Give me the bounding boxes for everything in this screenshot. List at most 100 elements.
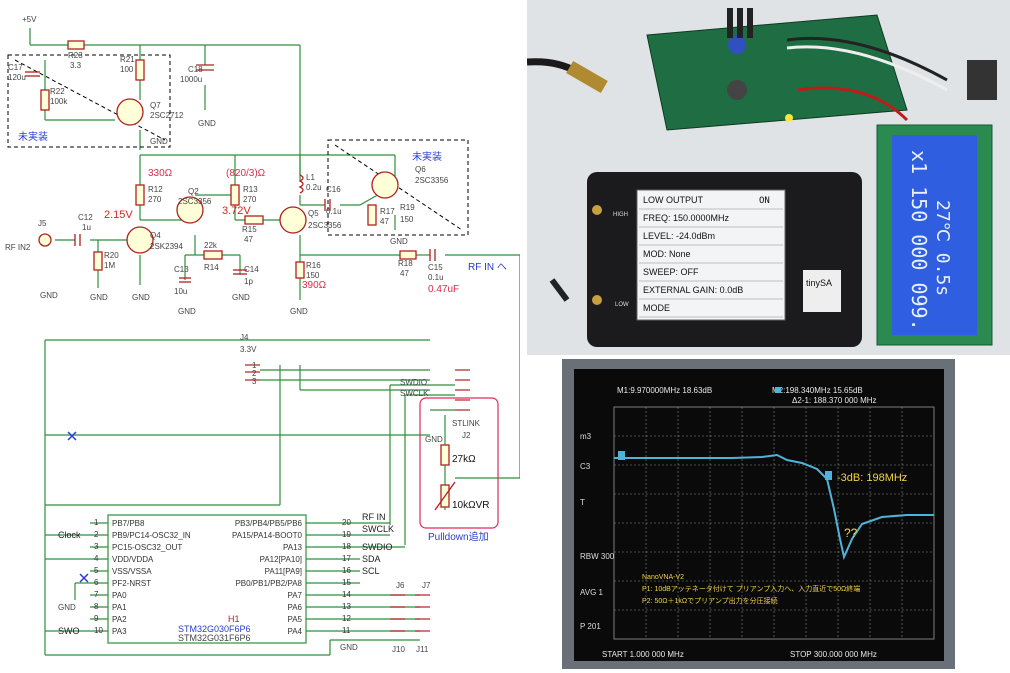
vna-note: P1: 10dBアッテネータ付けて プリアンプ入力へ、入力直近で50Ω終端 — [642, 584, 860, 593]
port-low-label: LOW — [615, 302, 629, 308]
mcu-pin-name: PA15/PA14-BOOT0 — [232, 531, 303, 540]
gnd-mcu: GND — [340, 643, 358, 652]
mcu-pin-num: 10 — [94, 626, 103, 635]
gnd-q7: GND — [150, 137, 168, 146]
r13-ref: R13 — [243, 185, 258, 194]
r15-val: 47 — [244, 235, 253, 244]
mcu-pin-name: PA7 — [287, 591, 302, 600]
annot-rf-in: RF IN へ — [468, 262, 507, 273]
tinysa-menu-item[interactable]: LOW OUTPUT — [643, 195, 704, 205]
net-rf-in: RF IN — [362, 512, 386, 522]
mcu-pin-num: 12 — [342, 614, 351, 623]
photo-nanovna-screen: M1:9.970000MHz 18.63dB M2:198.340MHz 15.… — [562, 359, 955, 669]
vna-left-label: T — [580, 498, 585, 507]
mcu-ref: H1 — [228, 614, 240, 624]
trace-s21 — [614, 453, 934, 561]
q7-ref: Q7 — [150, 101, 161, 110]
tinysa-menu-item[interactable]: MOD: None — [643, 249, 691, 259]
mcu-pin-name: PA1 — [112, 603, 127, 612]
start-freq: START 1.000 000 MHz — [602, 650, 684, 659]
tinysa-menu-item[interactable]: SWEEP: OFF — [643, 267, 699, 277]
c18-val: 1000u — [180, 75, 202, 84]
mcu-pin-num: 18 — [342, 542, 351, 551]
c15-val: 0.1u — [428, 273, 444, 282]
mcu-pin-name: PA5 — [287, 615, 302, 624]
marker1-icon — [618, 451, 625, 460]
gnd-r16: GND — [290, 307, 308, 316]
mcu-name2: STM32G031F6P6 — [178, 633, 251, 643]
gnd-c14: GND — [232, 293, 250, 302]
annot-question: ?? — [844, 526, 858, 540]
mcu-pin-name: PB9/PC14-OSC32_IN — [112, 531, 191, 540]
q5-val: 2SC3356 — [308, 221, 342, 230]
mcu-pin-name: PA2 — [112, 615, 127, 624]
vna-screen — [574, 369, 944, 661]
net-swdio-mcu: SWDIO — [362, 542, 393, 552]
lcd-line2: 27℃ 0.5s — [932, 200, 953, 296]
mcu-pin-num: 13 — [342, 602, 351, 611]
mcu-pin-num: 15 — [342, 578, 351, 587]
c16-val: 0.1u — [326, 207, 342, 216]
vna-note: NanoVNA-V2 — [642, 574, 684, 581]
annot-v-q4: 2.15V — [104, 209, 133, 221]
c14-val: 1p — [244, 277, 253, 286]
net-scl: SCL — [362, 566, 380, 576]
mcu-name: STM32G030F6P6 — [178, 624, 251, 634]
mcu-pin-name: PA6 — [287, 603, 302, 612]
r13-val: 270 — [243, 195, 257, 204]
gnd-c18: GND — [198, 119, 216, 128]
mcu-pin-num: 14 — [342, 590, 351, 599]
tinysa-menu-item[interactable]: LEVEL: -24.0dBm — [643, 231, 715, 241]
mcu-pin-num: 5 — [94, 566, 99, 575]
q6-ref: Q6 — [415, 165, 426, 174]
gnd-c13: GND — [178, 307, 196, 316]
annot-v-q2: 3.72V — [222, 205, 251, 217]
j4-pin1: 1 — [252, 361, 257, 370]
q2-val: 2SC3356 — [178, 197, 212, 206]
vna-left-label: C3 — [580, 462, 591, 471]
net-swo: SWO — [58, 626, 80, 636]
tinysa-menu-item[interactable]: MODE — [643, 303, 670, 313]
annot-pulldown: Pulldown追加 — [428, 530, 489, 543]
c18-ref: C18 — [188, 65, 203, 74]
annot-r13-mod: (820/3)Ω — [226, 168, 266, 179]
marker2-readout: M2:198.340MHz 15.65dB — [772, 386, 863, 395]
c12-ref: C12 — [78, 213, 93, 222]
mcu-pin-num: 19 — [342, 530, 351, 539]
tinysa-menu-item[interactable]: FREQ: 150.0000MHz — [643, 213, 730, 223]
vna-left-label: P 201 — [580, 622, 601, 631]
mcu-pin-name: PA12[PA10] — [260, 555, 302, 564]
j2-ref: J2 — [462, 431, 471, 440]
mcu-pin-name: PA0 — [112, 591, 127, 600]
r16-val: 150 — [306, 271, 320, 280]
annot-3db: -3dB: 198MHz — [837, 472, 907, 484]
c12-val: 1u — [82, 223, 91, 232]
mcu-pin-name: PB0/PB1/PB2/PA8 — [235, 579, 302, 588]
trimmer-pot-icon — [728, 36, 746, 54]
annot-r12-mod: 330Ω — [148, 168, 173, 179]
j4-ref: J4 — [240, 333, 249, 342]
gnd-r20: GND — [90, 293, 108, 302]
r12-ref: R12 — [148, 185, 163, 194]
r12-val: 270 — [148, 195, 162, 204]
q7-val: 2SC2712 — [150, 111, 184, 120]
gnd-j5: GND — [40, 291, 58, 300]
mcu-pin-num: 11 — [342, 626, 351, 635]
tinysa-menu-item[interactable]: EXTERNAL GAIN: 0.0dB — [643, 285, 743, 295]
mcu-pin-num: 9 — [94, 614, 99, 623]
mcu-pin-num: 8 — [94, 602, 99, 611]
mcu-pin-name: PC15-OSC32_OUT — [112, 543, 182, 552]
r16-ref: R16 — [306, 261, 321, 270]
r14-ref: R14 — [204, 263, 219, 272]
stop-freq: STOP 300.000 000 MHz — [790, 650, 877, 659]
annot-r27k: 27kΩ — [452, 454, 476, 465]
l1-ref: L1 — [306, 173, 315, 182]
port-high-label: HIGH — [613, 212, 628, 218]
j5-ref: J5 — [38, 219, 47, 228]
lcd-line1: x1 150 000 099. — [907, 150, 931, 331]
q2-ref: Q2 — [188, 187, 199, 196]
r21-ref: R21 — [120, 55, 135, 64]
mcu-pin-num: 17 — [342, 554, 351, 563]
j4-pin3: 3 — [252, 377, 257, 386]
annot-c15-mod: 0.47uF — [428, 284, 459, 295]
